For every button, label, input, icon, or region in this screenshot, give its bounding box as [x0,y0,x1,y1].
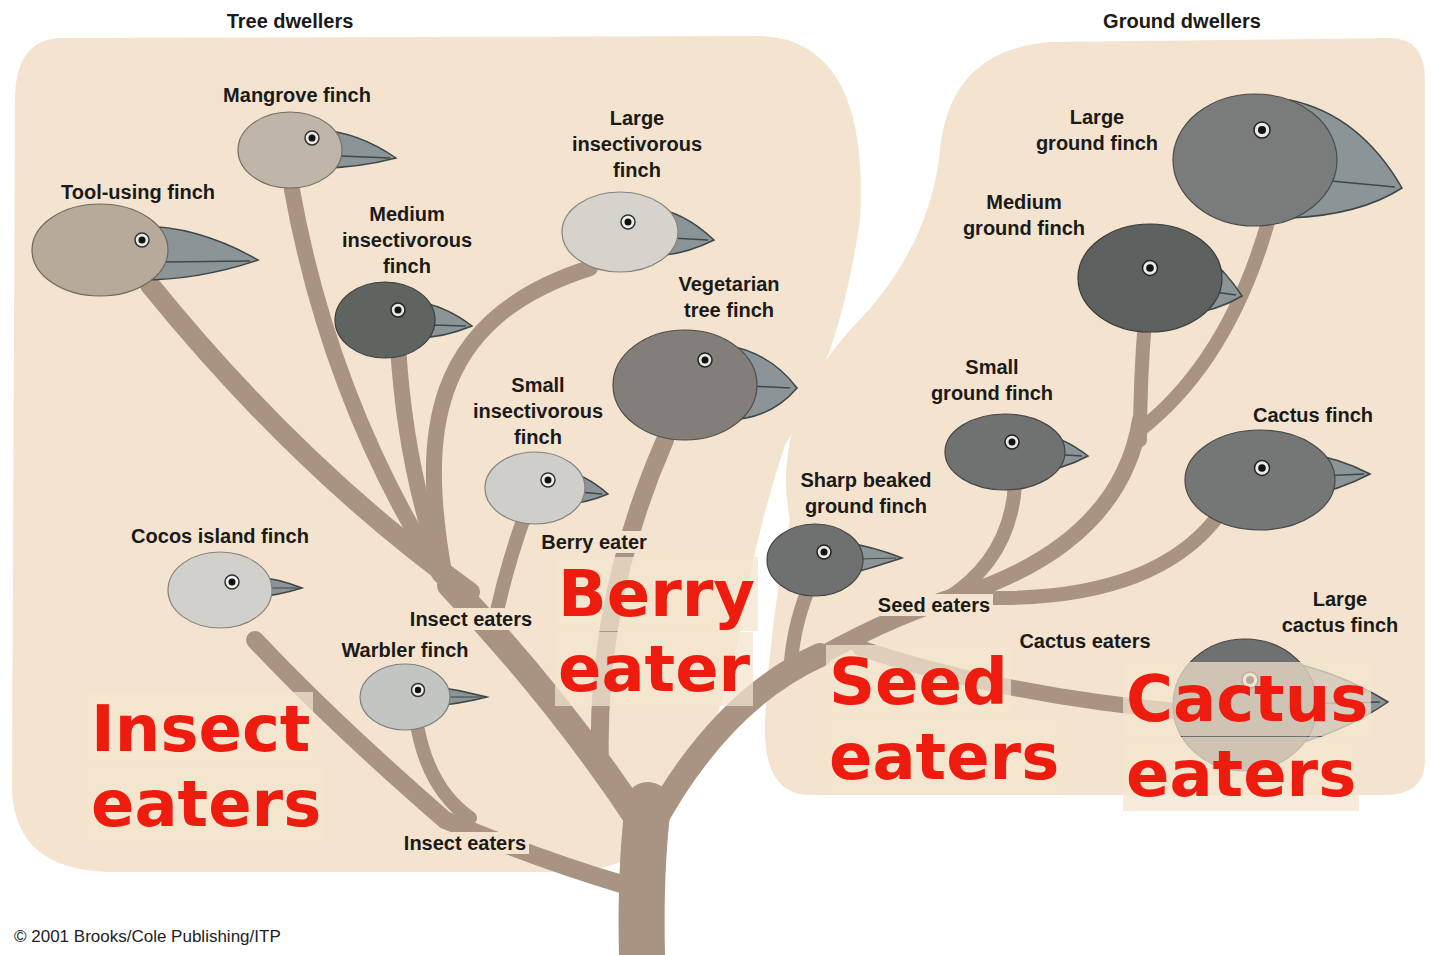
eye [415,687,421,693]
finch-name: Cocos island finch [131,525,309,547]
diet-label: Insect eaters [407,608,535,630]
label-holder: Large insectivorous finch [562,105,712,183]
eye-ring [135,233,149,247]
label-holder: Large cactus finch [1280,586,1400,638]
eye [1009,439,1016,446]
label-holder: Insect eaters [380,830,550,856]
head-shape [485,452,585,524]
head-shape [238,112,342,188]
label-holder: Berry eater [519,529,669,555]
finch-name: Cactus finch [1253,404,1373,426]
label-holder: Sharp beaked ground finch [791,467,941,519]
eye [395,307,402,314]
finch-name: Warbler finch [341,639,468,661]
eye [702,357,709,364]
label-holder: Cocos island finch [100,523,340,549]
label-holder: Mangrove finch [197,82,397,108]
eye-ring [305,131,319,145]
eye-ring [541,473,555,487]
region-heading: Ground dwellers [1103,10,1261,32]
label-holder: Medium ground finch [954,189,1094,241]
finch-name: Large ground finch [1036,106,1158,154]
head-shape [168,552,272,628]
head-shape [1078,224,1222,332]
label-holder: Small insectivorous finch [463,372,613,450]
eye [545,477,552,484]
eye [625,219,632,226]
label-holder: Seed eaters [854,592,1014,618]
copyright-note: © 2001 Brooks/Cole Publishing/ITP [14,927,281,946]
finch-name: Large insectivorous finch [572,107,702,181]
label-holder: Warbler finch [315,637,495,663]
eye-ring [1005,435,1019,449]
eye-ring [1254,122,1270,138]
finch-name: Vegetarian tree finch [678,273,779,321]
finch-name: Medium ground finch [963,191,1085,239]
finch-name: Tool-using finch [61,181,215,203]
beak-line [858,558,896,559]
head-shape [360,664,450,730]
diet-overlay-label: Seed eaters [826,645,1062,794]
eye-ring [817,545,831,559]
eye-ring [225,575,239,589]
finch-name: Sharp beaked ground finch [800,469,931,517]
label-holder: Berry eater [555,557,780,707]
label-holder: Seed eaters [826,645,1076,795]
region-shape [12,36,861,872]
eye [229,579,236,586]
label-holder: Vegetarian tree finch [659,271,799,323]
label-holder: Cactus finch [1233,402,1393,428]
diet-overlay-label: Cactus eaters [1123,662,1371,811]
finch-name: Small ground finch [931,356,1053,404]
eye [309,135,316,142]
region-heading: Tree dwellers [227,10,354,32]
heading-holder: Tree dwellers [140,9,440,33]
eye [1258,126,1266,134]
diet-label: Insect eaters [401,832,529,854]
eye [1258,464,1266,472]
head-shape [335,282,435,358]
label-holder: Cactus eaters [1000,628,1170,654]
eye [821,549,828,556]
finch-name: Medium insectivorous finch [342,203,472,277]
finch-name: Large cactus finch [1282,588,1399,636]
label-holder: Insect eaters [386,606,556,632]
head-shape [767,524,863,596]
eye-ring [621,215,635,229]
head-shape [32,204,168,296]
eye [1146,264,1154,272]
beak-line [432,325,466,326]
head-shape [1185,430,1335,530]
label-holder: Large ground finch [1035,104,1160,156]
label-holder: Cactus eaters [1123,662,1388,812]
diet-overlay-label: Insect eaters [88,692,324,841]
eye-ring [1143,261,1158,276]
beak-line [340,156,390,158]
eye-ring [1255,461,1270,476]
eye [139,237,146,244]
diet-label: Berry eater [538,531,650,553]
head-shape [1173,94,1337,226]
heading-holder: Ground dwellers [1032,9,1332,33]
diet-label: Seed eaters [875,594,993,616]
head-shape [562,192,678,272]
diet-label: Cactus eaters [1016,630,1153,652]
eye-ring [698,353,712,367]
beak-line [165,261,250,262]
label-holder: Tool-using finch [28,179,248,205]
head-shape [945,414,1065,490]
finch-name: Small insectivorous finch [473,374,603,448]
eye-ring [391,303,405,317]
head-shape [613,330,757,440]
eye-ring [412,684,425,697]
label-holder: Medium insectivorous finch [332,201,482,279]
label-holder: Small ground finch [930,354,1055,406]
diet-overlay-label: Berry eater [555,557,758,706]
label-holder: © 2001 Brooks/Cole Publishing/ITP [14,926,434,948]
finch-name: Mangrove finch [223,84,371,106]
label-holder: Insect eaters [88,692,338,842]
